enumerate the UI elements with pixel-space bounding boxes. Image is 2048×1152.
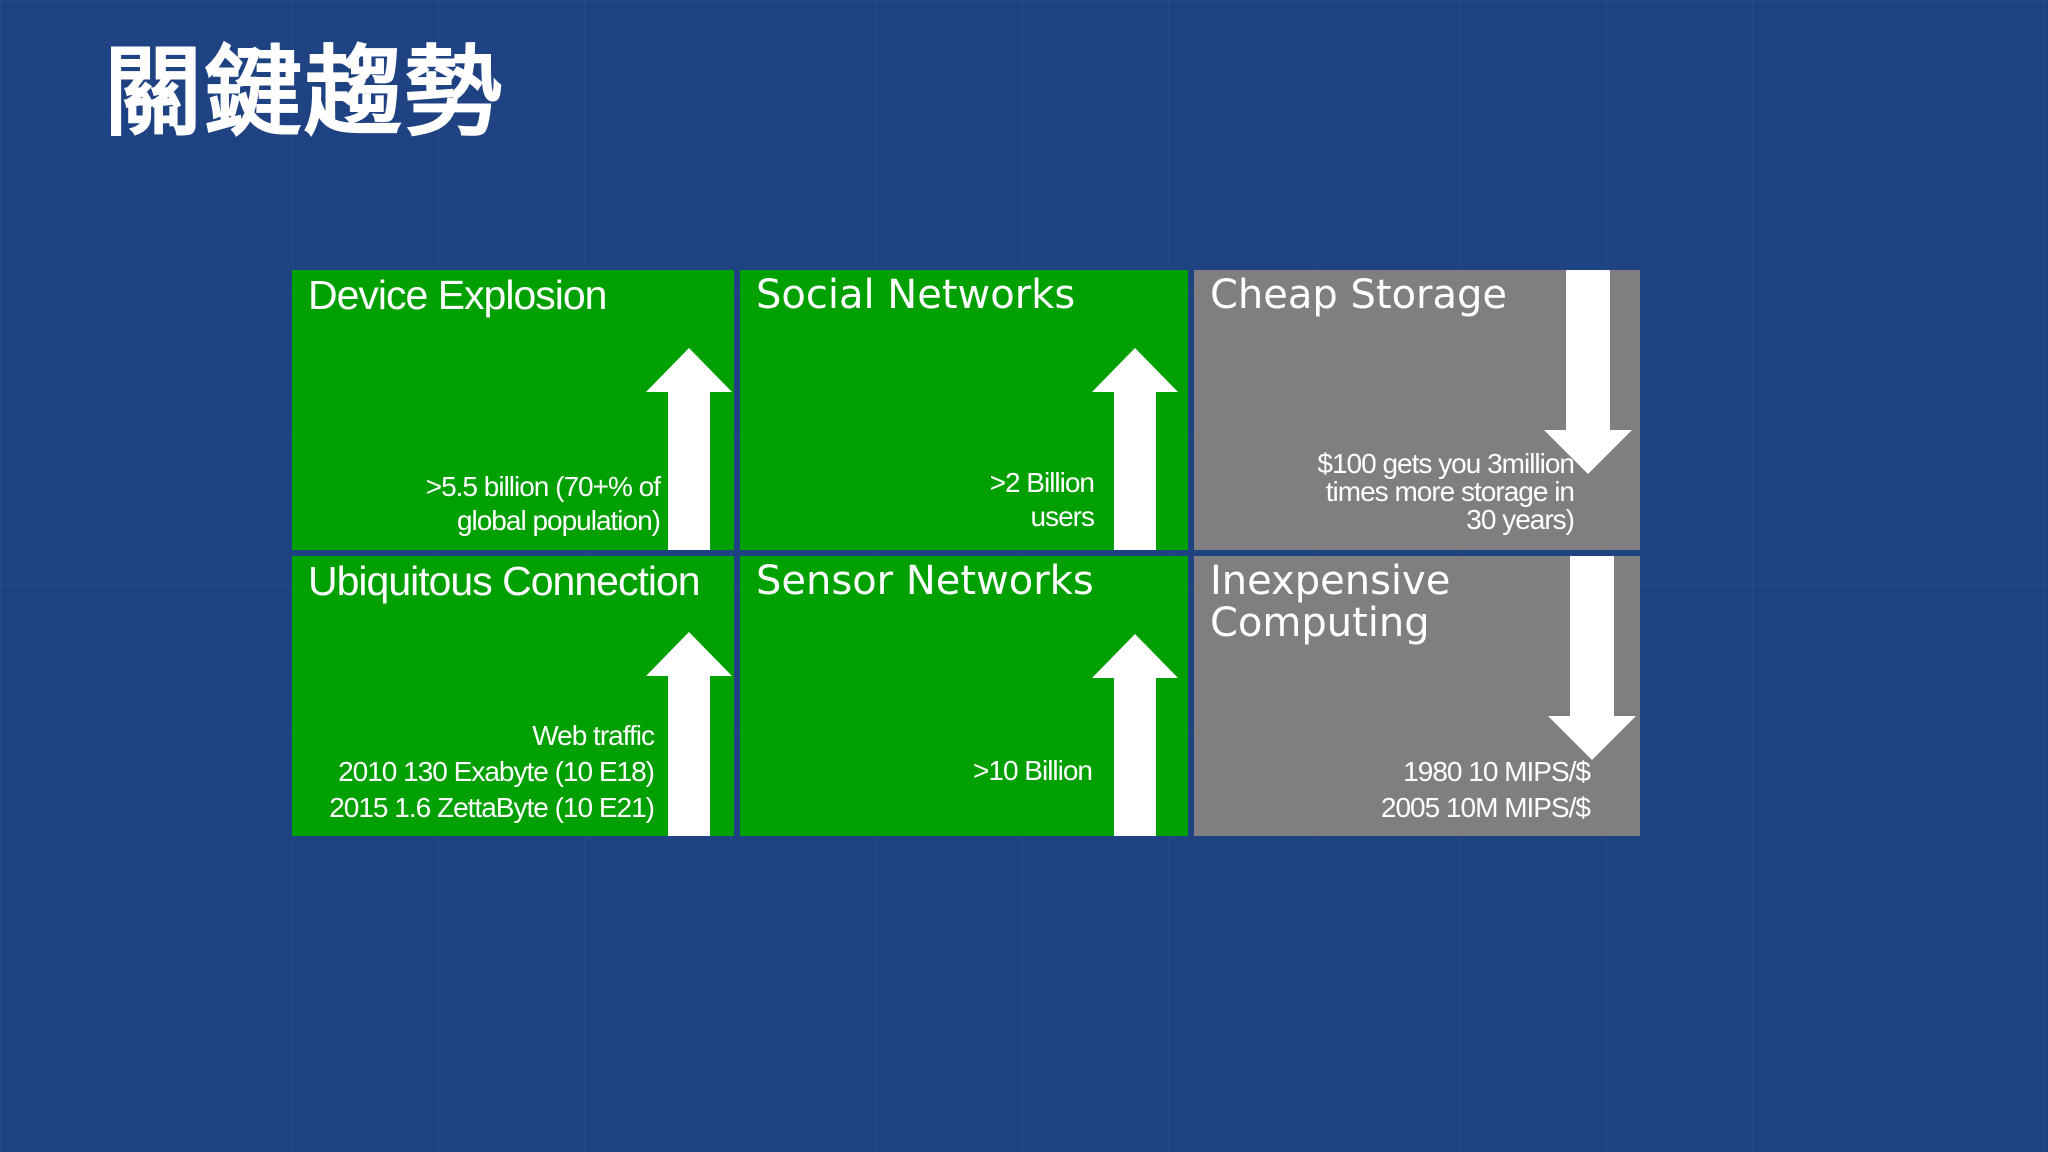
detail-line: >5.5 billion (70+% of <box>425 471 661 502</box>
detail-line: >10 Billion <box>973 755 1093 786</box>
detail-line: Web traffic <box>532 720 655 751</box>
detail-line: users <box>1030 501 1095 532</box>
tile-ubiquitous-connection: Ubiquitous Connection Web traffic 2010 1… <box>292 556 734 836</box>
tile-social-networks: Social Networks >2 Billion users <box>740 270 1188 550</box>
tile-inexpensive-computing: Inexpensive Computing 1980 10 MIPS/$ 200… <box>1194 556 1640 836</box>
tile-device-explosion: Device Explosion >5.5 billion (70+% of g… <box>292 270 734 550</box>
detail-line: 2010 130 Exabyte (10 E18) <box>338 756 655 787</box>
detail-line: times more storage in <box>1325 476 1575 507</box>
tile-detail: 1980 10 MIPS/$ 2005 10M MIPS/$ <box>1380 754 1591 826</box>
tile-detail: $100 gets you 3million times more storag… <box>1317 448 1575 535</box>
tile-cheap-storage: Cheap Storage $100 gets you 3million tim… <box>1194 270 1640 550</box>
detail-line: $100 gets you 3million <box>1317 448 1575 479</box>
tile-heading: Inexpensive Computing <box>1210 558 1451 646</box>
up-arrow-icon <box>1092 348 1178 550</box>
detail-line: >2 Billion <box>989 467 1095 498</box>
detail-line: 2015 1.6 ZettaByte (10 E21) <box>329 792 655 823</box>
tile-detail: >5.5 billion (70+% of global population) <box>425 470 661 538</box>
down-arrow-icon <box>1544 270 1632 474</box>
tile-heading: Social Networks <box>756 272 1076 318</box>
slide-title: 關鍵趨勢 <box>104 36 505 150</box>
tile-detail: Web traffic 2010 130 Exabyte (10 E18) 20… <box>329 718 655 826</box>
tile-heading: Ubiquitous Connection <box>308 558 701 604</box>
down-arrow-icon <box>1548 556 1636 760</box>
up-arrow-icon <box>646 632 732 836</box>
detail-line: global population) <box>456 505 661 536</box>
tile-detail: >2 Billion users <box>989 466 1095 534</box>
tile-sensor-networks: Sensor Networks >10 Billion <box>740 556 1188 836</box>
tile-heading: Cheap Storage <box>1210 272 1508 318</box>
detail-line: 2005 10M MIPS/$ <box>1380 792 1591 823</box>
tile-detail: >10 Billion <box>973 754 1093 788</box>
detail-line: 30 years) <box>1466 504 1575 535</box>
up-arrow-icon <box>1092 634 1178 836</box>
tile-heading: Sensor Networks <box>756 558 1094 604</box>
tile-heading: Device Explosion <box>308 272 607 318</box>
detail-line: 1980 10 MIPS/$ <box>1403 756 1591 787</box>
up-arrow-icon <box>646 348 732 550</box>
